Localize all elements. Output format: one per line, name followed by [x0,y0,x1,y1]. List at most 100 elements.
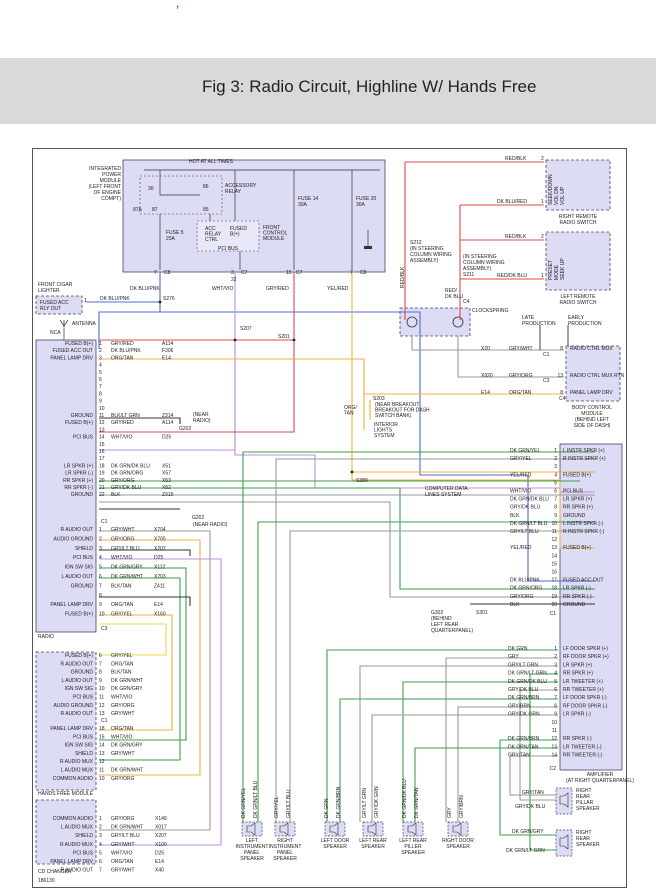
radio-c1-circ-11: Z314 [162,413,174,419]
relay-pin-86: 86 [203,184,209,190]
radio-c1-pin-10: 10 [99,406,105,412]
speaker-1-wire-0: GRY/YEL [274,796,280,818]
speaker-1-box [274,821,296,837]
wire-yel-red-amp [351,272,595,549]
hf-c2-pin-5: 11 [99,768,104,774]
cigar-lighter-wire-label: DK BLU/PNK [100,296,130,302]
hf-c1-wire-5: WHT/VIO [111,695,132,701]
amp-c2-label-6: RR TWEETER (+) [563,687,604,693]
hf-c2-pin-6: 10 [99,776,105,782]
wire-lr-tweeter-neg [414,747,558,822]
hf-c2-label-4: R AUDIO MUX [60,759,94,765]
wire-panel-lamp-radio [99,358,365,430]
amplifier-module [559,443,623,771]
amp-c1-wire-2: GRY/YEL [510,456,532,462]
bcm-wire-1: GRY/ORG [509,373,533,379]
bcm-label: SIDE OF DASH) [574,423,611,429]
amp-c2-label-4: RR SPKR (+) [563,671,593,677]
clockspring-conn-c4: C4 [463,299,470,305]
hf-c1-wire-7: GRY/WHT [111,711,135,717]
speaker-0-icon [246,822,256,836]
cd-circ-0: X149 [155,816,167,822]
wire-rf-door-pos [445,657,558,822]
amp-c2-label-13: LR TWEETER (-) [563,744,602,750]
speaker-0-wire-0: DK GRN/YEL [241,787,247,818]
fcm-fused-b-label: FUSED [230,226,247,232]
wire-rf-door-neg [457,706,558,822]
wire-lr-spkr-pos-amp [359,665,558,822]
amp-c2-wire-14: GRY/TAN [508,753,530,759]
rr-switch-inner-0: SEEK/DOWN [548,174,554,205]
g302-label: QUARTERPANEL) [431,628,473,634]
amp-c2-pin-8: 8 [554,703,557,709]
radio-c2-circ-2: X705 [154,536,166,542]
radio-c2-pin-4: 4 [99,555,102,561]
speaker-0-box [241,821,263,837]
s211-label: ASSEMBLY) [463,266,492,272]
g302-label: G302 [431,610,443,616]
hf-c2-wire-1: WHT/VIO [111,734,132,740]
radio-c1-label-3: PANEL LAMP DRV [50,355,93,361]
radio-c1-wire-22: BLK [111,492,121,498]
cigar-lighter-box-label: FUSED ACC [40,300,69,306]
radio-c2-pin-9: 9 [99,602,102,608]
cd-wire-3: GRY/WHT [111,842,135,848]
acc-relay-ctrl-label: RELAY [205,232,222,238]
ipm-label: COMPT) [101,196,121,202]
speaker-2-label: SPEAKER [323,844,347,850]
accessory-relay-label: ACCESSORY [225,183,257,189]
hf-c1-label-6: AUDIO GROUND [54,703,94,709]
rr-speaker-wire-0: DK GRN/GRY [512,829,544,835]
interior-lights-label: SYSTEM [374,433,395,439]
cd-wire-5: ORG/TAN [111,859,134,865]
fcm-fused-b-label: B(+) [230,232,240,238]
hf-c1-pin-0: 6 [99,653,102,659]
cd-wire-1: DK GRN/WHT [111,825,143,831]
amp-c1-pin-19: 19 [551,594,557,600]
amp-c2-wire-4: DK GRN/LT GRN [508,671,547,677]
splice-s380-label: S380 [356,478,368,484]
radio-c1-pin-22: 22 [99,492,105,498]
amp-c2-label-9: LR SPKR (-) [563,712,591,718]
amp-c2-label-14: RR TWEETER (-) [563,753,603,759]
ground-symbol [364,246,372,249]
radio-conn-c3: C3 [101,626,108,632]
speaker-4-label: PILLER [404,844,422,850]
speaker-1-icon [279,822,289,836]
wire-radio-ctrl-mux [411,336,564,351]
g302-label: LEFT REAR [431,622,459,628]
cd-wire-4: WHT/VIO [111,850,132,856]
computer-data-label: COMPUTER DATA [425,486,468,492]
amp-c2-pin-4: 4 [554,671,557,677]
radio-c2-pin-2: 2 [99,536,102,542]
cd-changer-module [35,799,97,865]
wire-lf-door-pos [326,649,558,822]
radio-c2-circ-6: X703 [154,574,166,580]
amp-c1-pin-17: 17 [551,578,557,584]
amp-c1-pin-4: 4 [554,472,557,478]
wire-dkblu-pnk-amp [160,311,595,582]
splice-s276-label: S276 [163,296,175,302]
speaker-4-label: SPEAKER [401,850,425,856]
cd-circ-6: X40 [155,868,164,874]
interior-wire-label: TAN [344,411,354,417]
s211-label: (IN STEERING [463,254,497,260]
radio-c1-wire-14: WHT/VIO [111,435,132,441]
amp-c2-pin-2: 2 [554,654,557,660]
fcm-pin-3: 3 [231,270,234,276]
radio-c2-label-5: IGN SW SIG [65,565,93,571]
s203-note: (NEAR BREAKOUT [375,402,419,408]
wire-panel-lamp-radio [99,614,173,731]
wire-radio-ground-c2 [99,596,191,606]
hf-c2-wire-0: ORG/TAN [111,726,134,732]
speaker-0-wire-1: DK GRN/LT BLU [253,780,259,818]
left-remote-switch [545,231,611,291]
bcm-label: (BEHIND LEFT [575,417,609,423]
relay-pin-30: 30 [148,186,154,192]
rr-pillar-icon [559,792,569,808]
amp-c1-pin-9: 9 [554,513,557,519]
amp-c2-wire-5: DK GRN/DK BLU [508,679,547,685]
amp-c1-wire-10: DK GRN/LT BLU [510,521,548,527]
near-radio-label-b: (NEAR RADIO) [193,522,228,528]
radio-c1-circ-12: A114 [162,420,174,426]
